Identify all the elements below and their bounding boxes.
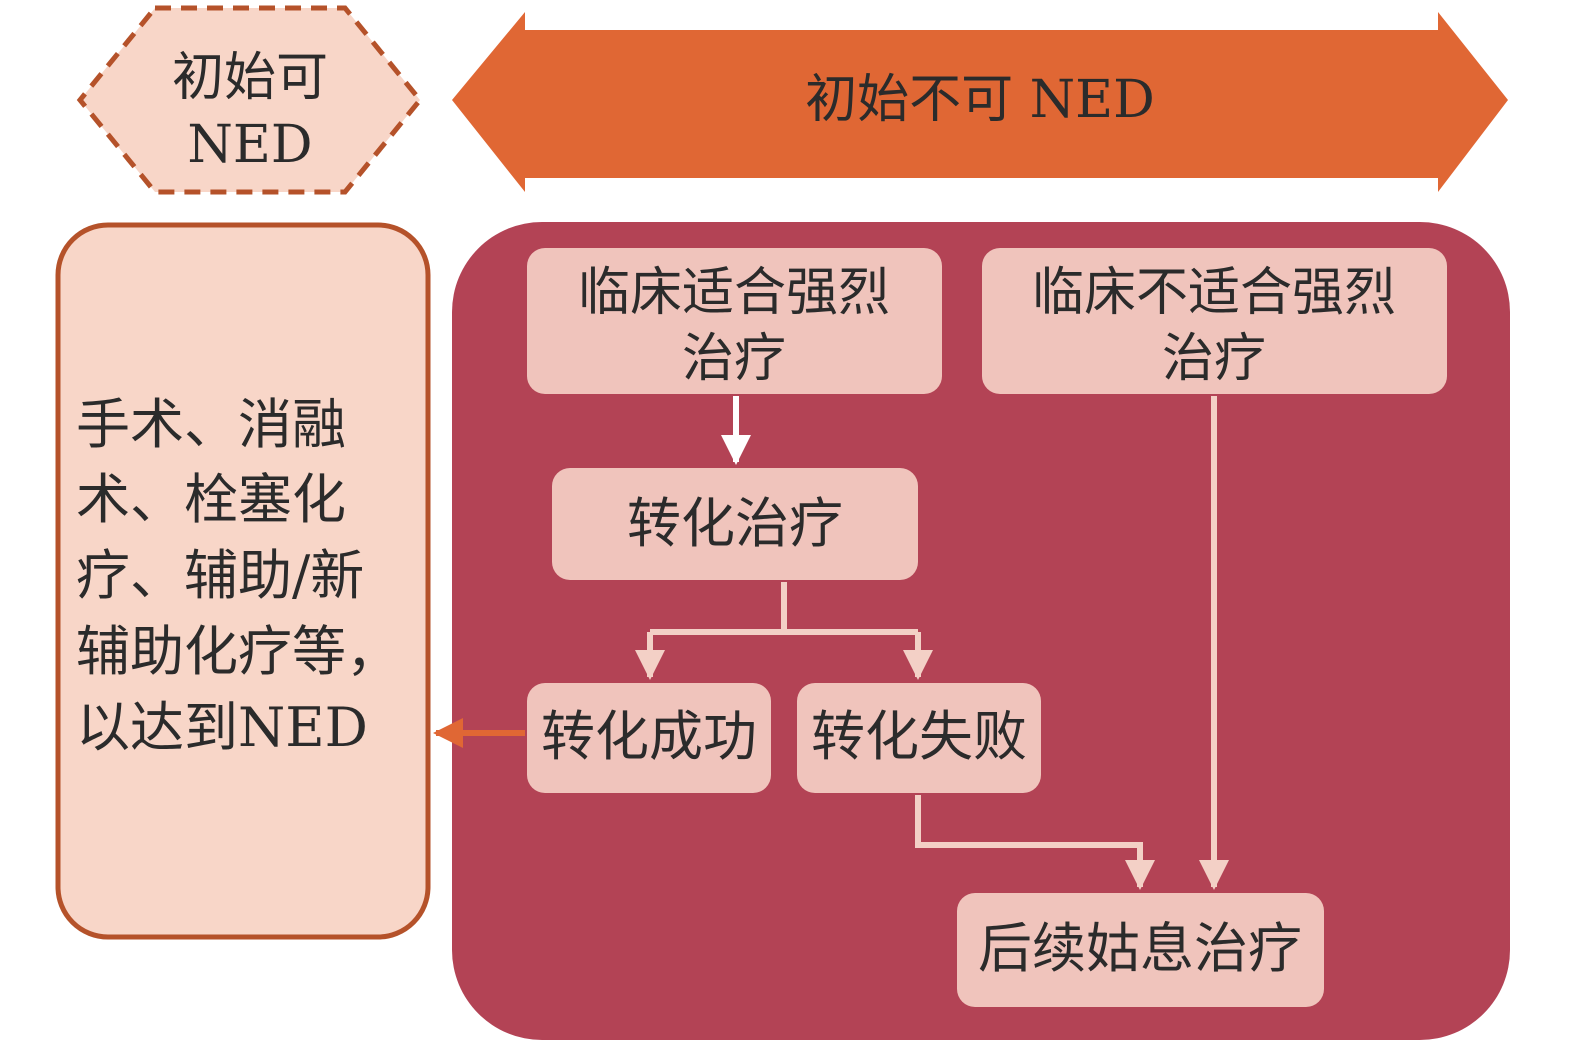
node-unsuitable-line2: 治疗 bbox=[1162, 329, 1266, 389]
node-failure-label: 转化失败 bbox=[811, 705, 1027, 768]
node-failure-shape bbox=[797, 683, 1041, 793]
node-palliative-label: 后续姑息治疗 bbox=[978, 917, 1302, 980]
left-header-line2: NED bbox=[187, 115, 312, 175]
double-arrow-shape bbox=[452, 12, 1508, 192]
node-success-shape bbox=[527, 683, 771, 793]
node-suitable-intensive: 临床适合强烈 治疗 bbox=[527, 248, 942, 394]
node-suitable-shape bbox=[527, 248, 942, 394]
right-header-label: 初始不可 NED bbox=[805, 70, 1155, 130]
left-box-line-4: 辅助化疗等， bbox=[76, 620, 400, 683]
node-conversion-success: 转化成功 bbox=[527, 683, 771, 793]
left-hexagon-shape bbox=[76, 5, 424, 195]
arrow-failure-to-palliative bbox=[915, 795, 1155, 890]
left-box-line-5: 以达到NED bbox=[76, 696, 368, 759]
node-unsuitable-intensive: 临床不适合强烈 治疗 bbox=[982, 248, 1447, 394]
treatment-options-box: 手术、消融 术、栓塞化 疗、辅助/新 辅助化疗等， 以达到NED bbox=[55, 222, 431, 940]
node-palliative-therapy: 后续姑息治疗 bbox=[957, 893, 1324, 1007]
node-success-label: 转化成功 bbox=[541, 705, 757, 768]
left-box-shape bbox=[55, 222, 431, 940]
left-header-line1: 初始可 bbox=[172, 48, 328, 108]
left-box-line-3: 疗、辅助/新 bbox=[76, 544, 364, 607]
node-conversion-therapy: 转化治疗 bbox=[552, 468, 918, 580]
node-conversion-label: 转化治疗 bbox=[627, 492, 843, 555]
left-box-line-1: 手术、消融 bbox=[76, 393, 346, 456]
node-conversion-failure: 转化失败 bbox=[797, 683, 1041, 793]
node-conversion-shape bbox=[552, 468, 918, 580]
node-suitable-line1: 临床适合强烈 bbox=[578, 263, 890, 323]
node-suitable-line2: 治疗 bbox=[682, 329, 786, 389]
initially-unresectable-header: 初始不可 NED bbox=[452, 12, 1508, 192]
unresectable-container bbox=[452, 222, 1510, 1040]
node-palliative-shape bbox=[957, 893, 1324, 1007]
initially-resectable-header: 初始可 NED bbox=[76, 5, 424, 195]
left-box-line-2: 术、栓塞化 bbox=[76, 468, 346, 531]
node-unsuitable-shape bbox=[982, 248, 1447, 394]
node-unsuitable-line1: 临床不适合强烈 bbox=[1032, 263, 1396, 323]
